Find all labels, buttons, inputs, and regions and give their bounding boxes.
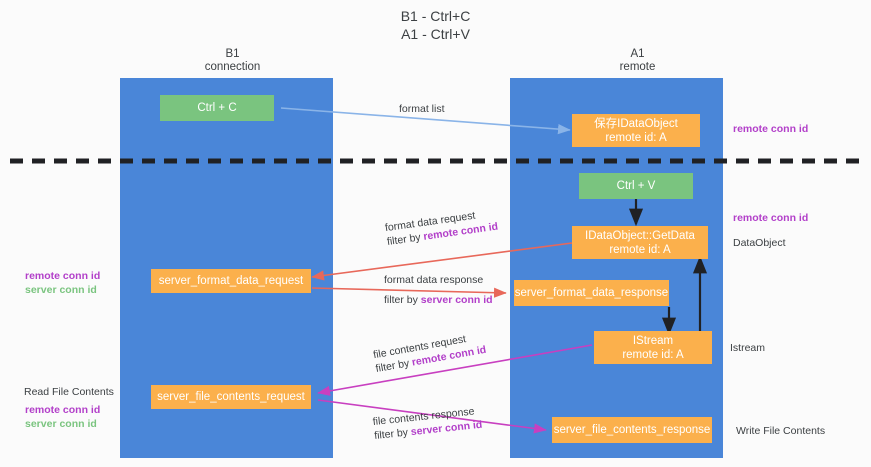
side-label-remote-conn-id-mid: remote conn id	[733, 212, 809, 224]
filter-prefix: filter by	[386, 231, 425, 249]
side-label-read-file-contents: Read File Contents	[24, 386, 114, 398]
column-header-b1: B1 connection	[145, 48, 320, 74]
diagram-title-line1: B1 - Ctrl+C	[400, 8, 471, 24]
node-istream-line2: remote id: A	[622, 348, 684, 361]
side-label-istream: Istream	[730, 342, 766, 354]
filter-value-server-conn-id: server conn id	[420, 294, 493, 306]
node-server-format-data-response-label: server_format_data_response	[514, 287, 669, 299]
node-ctrl-v[interactable]: Ctrl + V	[579, 173, 693, 199]
node-server-file-contents-response-label: server_file_contents_response	[553, 424, 711, 436]
node-ctrl-c[interactable]: Ctrl + C	[160, 95, 274, 121]
column-header-a1-name: A1	[630, 48, 645, 60]
side-label-write-file-contents: Write File Contents	[736, 425, 826, 437]
node-save-idataobject[interactable]: 保存IDataObject remote id: A	[572, 114, 700, 147]
diagram-title: B1 - Ctrl+C A1 - Ctrl+V	[0, 7, 871, 43]
node-idataobject-getdata[interactable]: IDataObject::GetData remote id: A	[572, 226, 708, 259]
node-server-format-data-request-label: server_format_data_request	[158, 275, 304, 287]
edge-label-format-list-text: format list	[399, 103, 445, 115]
column-header-a1-role: remote	[619, 61, 656, 73]
filter-prefix: filter by	[373, 426, 412, 443]
edge-label-file-contents-response: file contents response filter by server …	[372, 404, 483, 443]
node-idataobject-getdata-line2: remote id: A	[609, 243, 671, 256]
edge-label-format-list: format list	[399, 102, 445, 116]
column-header-a1: A1 remote	[550, 48, 725, 74]
column-header-b1-name: B1	[225, 48, 240, 60]
node-save-idataobject-line2: remote id: A	[605, 131, 667, 144]
node-idataobject-getdata-line1: IDataObject::GetData	[585, 229, 695, 242]
node-server-file-contents-response[interactable]: server_file_contents_response	[552, 417, 712, 443]
side-label-left-server-conn-id-bot: server conn id	[25, 418, 97, 430]
edge-label-format-data-response-filter: filter by server conn id	[384, 293, 493, 307]
node-ctrl-c-label: Ctrl + C	[197, 102, 237, 114]
edge-label-format-data-request: format data request filter by remote con…	[384, 206, 499, 249]
side-label-remote-conn-id-top: remote conn id	[733, 123, 809, 135]
node-ctrl-v-label: Ctrl + V	[616, 180, 656, 192]
filter-prefix: filter by	[384, 294, 421, 306]
side-label-dataobject: DataObject	[733, 237, 786, 249]
node-server-format-data-response[interactable]: server_format_data_response	[514, 280, 669, 306]
node-server-file-contents-request-label: server_file_contents_request	[157, 391, 305, 403]
edge-label-format-data-response: format data response filter by server co…	[384, 273, 493, 307]
side-label-left-remote-conn-id-mid: remote conn id	[25, 270, 101, 282]
side-label-left-server-conn-id-mid: server conn id	[25, 284, 97, 296]
diagram-title-line2: A1 - Ctrl+V	[401, 26, 470, 42]
side-label-left-remote-conn-id-bot: remote conn id	[25, 404, 101, 416]
edge-label-format-data-response-line1: format data response	[384, 274, 484, 286]
node-server-file-contents-request[interactable]: server_file_contents_request	[151, 385, 311, 409]
edge-label-file-contents-request: file contents request filter by remote c…	[372, 329, 487, 376]
node-istream-line1: IStream	[632, 334, 674, 347]
node-server-format-data-request[interactable]: server_format_data_request	[151, 269, 311, 293]
column-header-b1-role: connection	[204, 61, 261, 73]
node-save-idataobject-line1: 保存IDataObject	[594, 117, 678, 130]
node-istream[interactable]: IStream remote id: A	[594, 331, 712, 364]
